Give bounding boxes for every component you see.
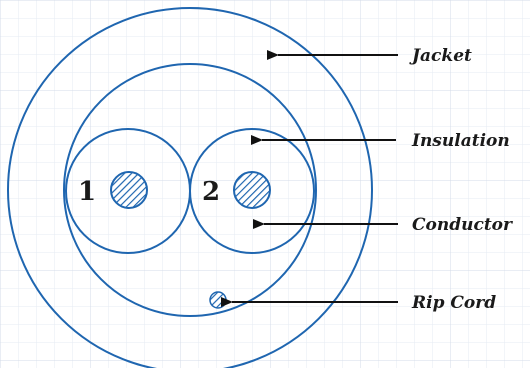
label-insulation: Insulation [411, 131, 510, 151]
conductor-2 [233, 171, 271, 209]
label-conductor: Conductor [412, 215, 513, 235]
conductor-number-1: 1 [78, 177, 96, 207]
conductor-number-2: 2 [202, 177, 220, 207]
conductor-1 [110, 171, 148, 209]
jacket-circle [7, 7, 373, 368]
label-jacket: Jacket [409, 46, 472, 66]
rip-cord [209, 291, 227, 309]
insulation-circle-2 [189, 128, 315, 254]
inner-sheath-circle [63, 63, 317, 317]
label-rip-cord: Rip Cord [411, 293, 496, 313]
